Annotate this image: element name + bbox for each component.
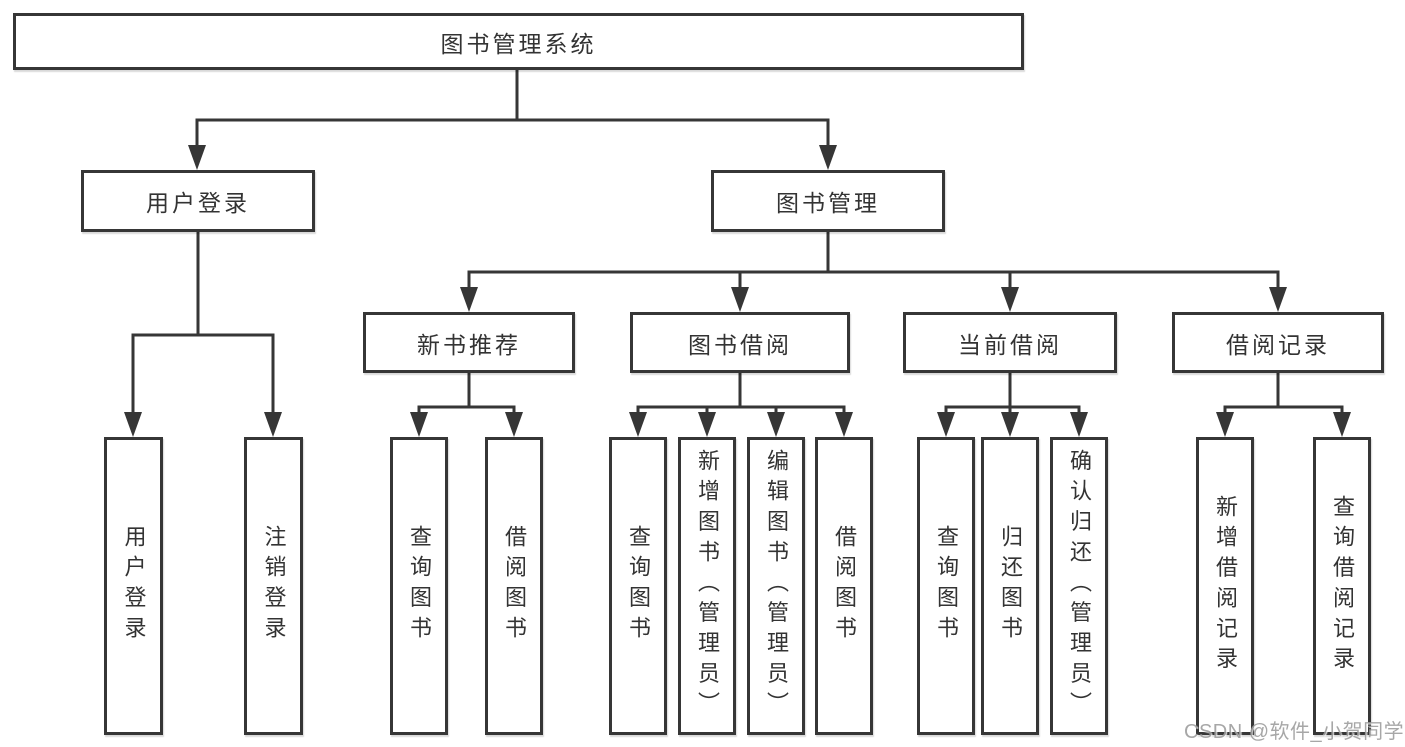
node-label: 查询借阅记录 bbox=[1330, 494, 1355, 678]
node-label: 查询图书 bbox=[407, 525, 432, 647]
leaf-query-books-borrow: 查询图书 bbox=[609, 437, 667, 735]
node-label: 图书管理 bbox=[776, 190, 880, 216]
leaf-user-login: 用户登录 bbox=[104, 437, 163, 735]
node-label: 当前借阅 bbox=[958, 331, 1062, 358]
node-label: 图书借阅 bbox=[688, 331, 792, 358]
node-borrow-records: 借阅记录 bbox=[1172, 312, 1384, 373]
node-new-book-recommend: 新书推荐 bbox=[363, 312, 575, 373]
node-label: 注销登录 bbox=[261, 525, 287, 647]
leaf-logout: 注销登录 bbox=[244, 437, 303, 735]
node-user-login: 用户登录 bbox=[81, 170, 315, 232]
node-label: 新增图书（管理员） bbox=[695, 449, 720, 723]
leaf-confirm-return-admin: 确认归还（管理员） bbox=[1050, 437, 1108, 735]
node-label: 归还图书 bbox=[998, 525, 1023, 647]
node-book-borrow: 图书借阅 bbox=[630, 312, 850, 373]
leaf-borrow-books: 借阅图书 bbox=[815, 437, 873, 735]
leaf-query-books-current: 查询图书 bbox=[917, 437, 975, 735]
node-label: 借阅图书 bbox=[502, 525, 527, 647]
leaf-add-book-admin: 新增图书（管理员） bbox=[678, 437, 736, 735]
node-current-borrow: 当前借阅 bbox=[903, 312, 1117, 373]
node-label: 新书推荐 bbox=[417, 331, 521, 358]
node-label: 编辑图书（管理员） bbox=[764, 449, 789, 723]
leaf-edit-book-admin: 编辑图书（管理员） bbox=[747, 437, 805, 735]
leaf-return-book: 归还图书 bbox=[981, 437, 1039, 735]
node-label: 用户登录 bbox=[146, 190, 250, 216]
node-label: 查询图书 bbox=[626, 525, 651, 647]
node-label: 图书管理系统 bbox=[440, 30, 597, 57]
node-book-management: 图书管理 bbox=[711, 170, 945, 232]
node-label: 查询图书 bbox=[934, 525, 959, 647]
csdn-watermark: CSDN @软件_小贺同学 bbox=[1184, 721, 1405, 743]
node-label: 借阅图书 bbox=[832, 525, 857, 647]
node-label: 用户登录 bbox=[121, 525, 147, 647]
node-library-management-system: 图书管理系统 bbox=[13, 13, 1024, 70]
node-label: 确认归还（管理员） bbox=[1067, 449, 1092, 723]
leaf-borrow-books-recommend: 借阅图书 bbox=[485, 437, 543, 735]
node-label: 借阅记录 bbox=[1226, 331, 1330, 358]
node-label: 新增借阅记录 bbox=[1213, 494, 1238, 678]
leaf-query-books-recommend: 查询图书 bbox=[390, 437, 448, 735]
leaf-add-borrow-record: 新增借阅记录 bbox=[1196, 437, 1254, 735]
leaf-query-borrow-record: 查询借阅记录 bbox=[1313, 437, 1371, 735]
